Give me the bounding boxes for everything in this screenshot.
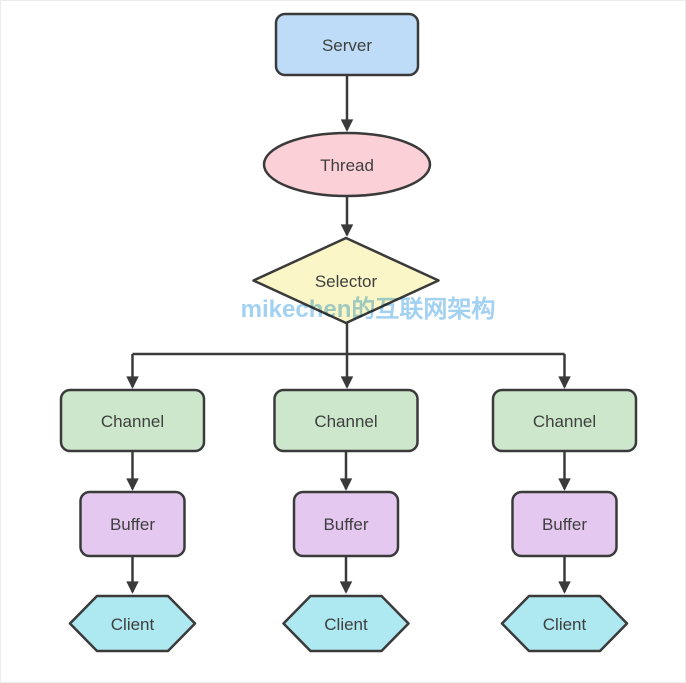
buffer-left-node <box>79 490 186 558</box>
client-right-label: Client <box>543 615 587 634</box>
buffer-middle-node <box>292 490 400 558</box>
server-node <box>274 12 420 77</box>
channel-left-label: Channel <box>101 412 164 431</box>
buffer-middle-label: Buffer <box>323 515 368 534</box>
buffer-right-node <box>511 490 618 558</box>
channel-middle-node <box>273 388 419 453</box>
thread-node <box>262 131 432 198</box>
server-label: Server <box>322 36 372 55</box>
client-left-node <box>68 594 197 653</box>
client-right-node <box>500 594 629 653</box>
client-middle-node <box>282 594 410 653</box>
client-middle-label: Client <box>324 615 368 634</box>
node-labels: Server Thread Selector Channel Channel C… <box>101 36 596 634</box>
watermark-text: mikechen的互联网架构 <box>241 295 496 323</box>
selector-label: Selector <box>315 272 378 291</box>
channel-right-label: Channel <box>533 412 596 431</box>
selector-node <box>252 236 440 325</box>
client-left-label: Client <box>111 615 155 634</box>
buffer-left-label: Buffer <box>110 515 155 534</box>
edge-lines <box>126 75 571 594</box>
channel-right-node <box>491 388 638 453</box>
thread-label: Thread <box>320 156 374 175</box>
node-shapes <box>59 12 638 653</box>
channel-middle-label: Channel <box>314 412 377 431</box>
buffer-right-label: Buffer <box>542 515 587 534</box>
channel-left-node <box>59 388 206 453</box>
